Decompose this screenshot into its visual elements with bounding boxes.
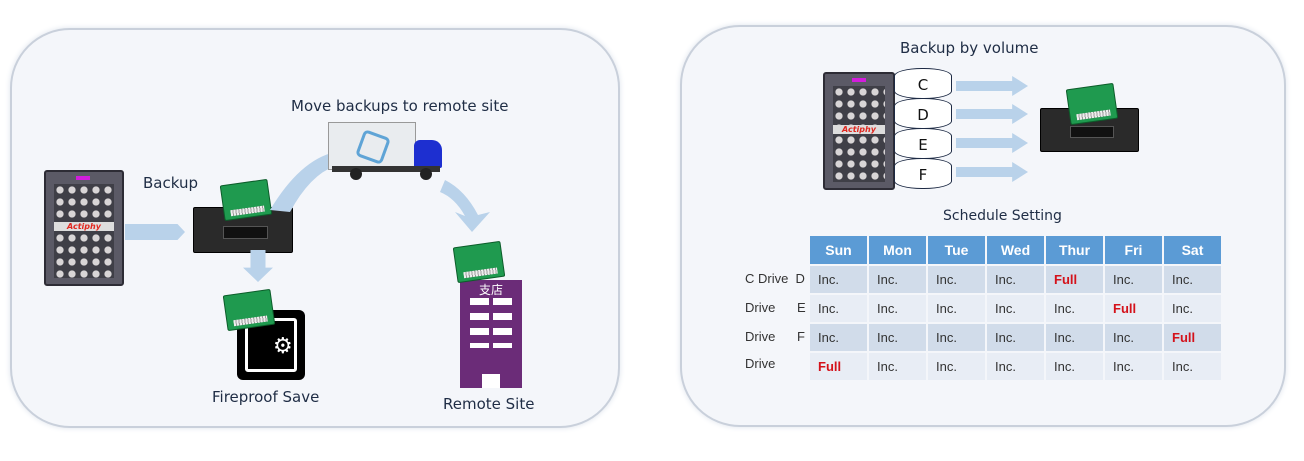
remote-building-icon: 支店 (460, 280, 522, 388)
full-backup-cell: Full (1046, 266, 1103, 293)
row-label: C Drive D (745, 271, 805, 286)
incremental-backup-cell: Inc. (1046, 353, 1103, 380)
incremental-backup-cell: Inc. (869, 324, 926, 351)
volume-title: Backup by volume (900, 39, 1039, 57)
incremental-backup-cell: Inc. (987, 353, 1044, 380)
wheel-icon (350, 168, 362, 180)
day-header: Thur (1046, 236, 1103, 264)
incremental-backup-cell: Inc. (987, 324, 1044, 351)
fireproof-safe-label: Fireproof Save (212, 388, 320, 406)
truck-chassis (332, 166, 440, 172)
incremental-backup-cell: Inc. (928, 295, 985, 322)
tape-cartridge-icon (222, 288, 276, 332)
table-row: Inc.Inc.Inc.Inc.Inc.Inc.Full (810, 324, 1221, 351)
incremental-backup-cell: Inc. (928, 353, 985, 380)
backup-label: Backup (143, 174, 198, 192)
curved-arrow-icon (270, 152, 490, 232)
truck-icon (328, 122, 416, 170)
incremental-backup-cell: Inc. (1164, 353, 1221, 380)
incremental-backup-cell: Inc. (810, 324, 867, 351)
incremental-backup-cell: Inc. (810, 266, 867, 293)
incremental-backup-cell: Inc. (1046, 324, 1103, 351)
schedule-title: Schedule Setting (943, 208, 1062, 224)
server-icon: Actiphy (823, 72, 895, 190)
volume-f: F (894, 158, 952, 189)
incremental-backup-cell: Inc. (1105, 266, 1162, 293)
incremental-backup-cell: Inc. (869, 353, 926, 380)
building-sign: 支店 (478, 283, 503, 297)
arrow-right-icon (956, 76, 1028, 96)
incremental-backup-cell: Inc. (869, 266, 926, 293)
tape-drive-icon (1040, 108, 1139, 152)
arrow-right-icon (956, 162, 1028, 182)
incremental-backup-cell: Inc. (1164, 266, 1221, 293)
full-backup-cell: Full (1164, 324, 1221, 351)
arrow-right-icon (125, 224, 185, 240)
incremental-backup-cell: Inc. (928, 324, 985, 351)
incremental-backup-cell: Inc. (987, 295, 1044, 322)
incremental-backup-cell: Inc. (1105, 353, 1162, 380)
day-header: Mon (869, 236, 926, 264)
day-header: Tue (928, 236, 985, 264)
row-label: Drive F (745, 329, 805, 344)
day-header: Wed (987, 236, 1044, 264)
volume-e: E (894, 128, 952, 159)
move-label: Move backups to remote site (291, 97, 509, 115)
incremental-backup-cell: Inc. (1164, 295, 1221, 322)
wheel-icon (420, 168, 432, 180)
incremental-backup-cell: Inc. (987, 266, 1044, 293)
incremental-backup-cell: Inc. (810, 295, 867, 322)
truck-cab (414, 140, 442, 168)
day-header: Sat (1164, 236, 1221, 264)
volume-c: C (894, 68, 952, 99)
arrow-right-icon (956, 104, 1028, 124)
remote-site-label: Remote Site (443, 395, 535, 413)
incremental-backup-cell: Inc. (1046, 295, 1103, 322)
day-header: Sun (810, 236, 867, 264)
row-label: Drive E (745, 300, 806, 315)
volume-d: D (894, 98, 952, 129)
tape-cartridge-icon (452, 240, 506, 284)
arrow-right-icon (956, 133, 1028, 153)
server-icon: Actiphy (44, 170, 124, 286)
incremental-backup-cell: Inc. (869, 295, 926, 322)
incremental-backup-cell: Inc. (928, 266, 985, 293)
full-backup-cell: Full (1105, 295, 1162, 322)
day-header: Fri (1105, 236, 1162, 264)
incremental-backup-cell: Inc. (1105, 324, 1162, 351)
tape-cartridge-icon (1065, 82, 1119, 126)
full-backup-cell: Full (810, 353, 867, 380)
row-label: Drive (745, 356, 776, 371)
